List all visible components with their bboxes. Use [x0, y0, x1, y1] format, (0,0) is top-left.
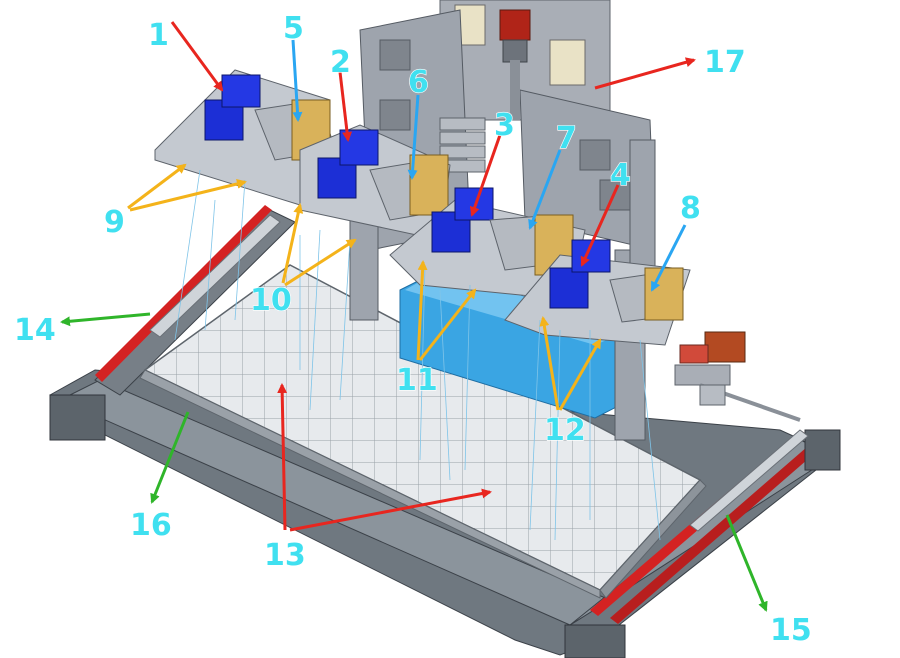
top-motor: [499, 9, 531, 120]
label-1: 1: [148, 18, 169, 53]
rack-strip-left: [149, 214, 281, 338]
label-13: 13: [264, 538, 306, 573]
green-arrows: [60, 312, 768, 612]
label-9: 9: [104, 205, 125, 240]
label-17: 17: [704, 45, 746, 80]
label-2: 2: [330, 45, 351, 80]
red-arrows: [170, 21, 696, 532]
plate-4: [504, 239, 691, 346]
label-7: 7: [556, 121, 577, 156]
sensor-wires: [174, 169, 661, 541]
label-6: 6: [408, 65, 429, 100]
label-5: 5: [283, 11, 304, 46]
side-actuator: [674, 331, 801, 422]
central-stack: [439, 117, 486, 173]
rack-strip-right: [689, 429, 809, 532]
label-10: 10: [250, 283, 292, 318]
label-16: 16: [130, 508, 172, 543]
label-8: 8: [680, 191, 701, 226]
label-12: 12: [544, 413, 586, 448]
label-14: 14: [14, 313, 56, 348]
blue-arrows: [291, 39, 687, 292]
orange-arrows: [127, 163, 602, 411]
label-15: 15: [770, 613, 812, 648]
grid-bed: [139, 264, 707, 599]
label-11: 11: [396, 363, 438, 398]
label-3: 3: [494, 108, 515, 143]
label-4: 4: [610, 158, 631, 193]
